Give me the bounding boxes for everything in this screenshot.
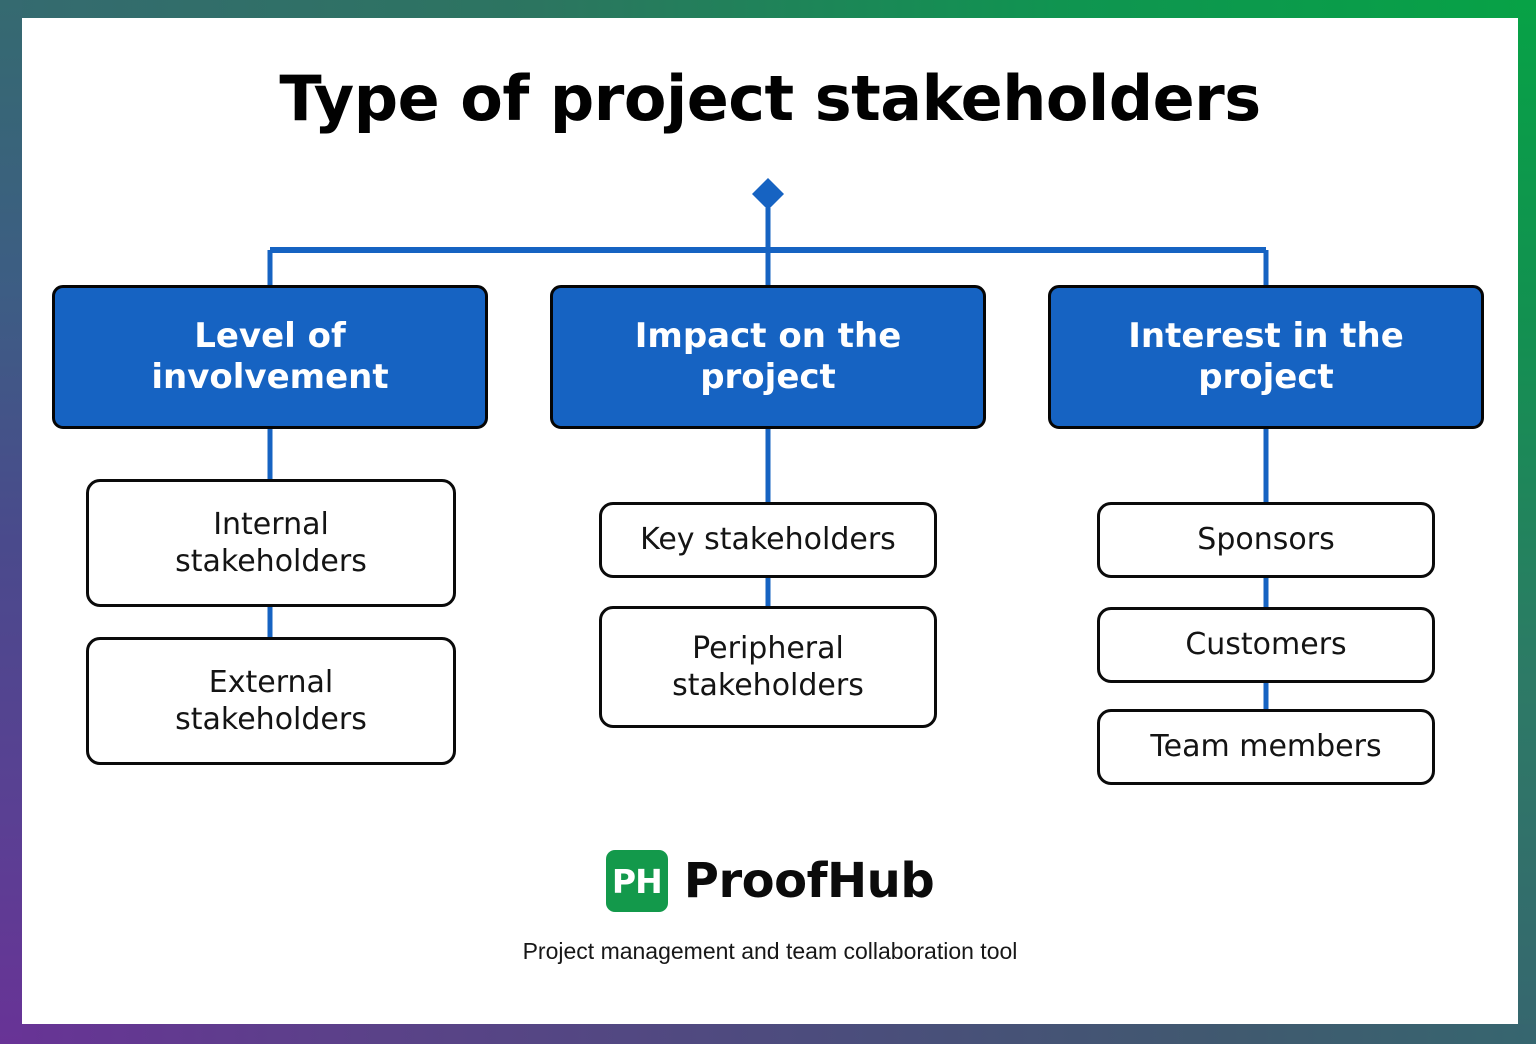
category-label: Interest in the project: [1128, 315, 1404, 397]
category-box-interest-in-the-project[interactable]: Interest in the project: [1048, 285, 1484, 429]
leaf-box-internal-stakeholders[interactable]: Internal stakeholders: [86, 479, 456, 607]
category-label: Level of involvement: [151, 315, 389, 397]
leaf-box-team-members[interactable]: Team members: [1097, 709, 1435, 785]
leaf-box-sponsors[interactable]: Sponsors: [1097, 502, 1435, 578]
leaf-label: Peripheral stakeholders: [672, 630, 864, 703]
frame-border-right: [1518, 0, 1536, 1044]
leaf-box-customers[interactable]: Customers: [1097, 607, 1435, 683]
category-label: Impact on the project: [634, 315, 902, 397]
root-diamond-icon: [752, 178, 784, 210]
category-box-impact-on-the-project[interactable]: Impact on the project: [550, 285, 986, 429]
leaf-label: Internal stakeholders: [175, 506, 367, 579]
leaf-box-key-stakeholders[interactable]: Key stakeholders: [599, 502, 937, 578]
brand-name: ProofHub: [683, 853, 935, 909]
leaf-box-peripheral-stakeholders[interactable]: Peripheral stakeholders: [599, 606, 937, 728]
connector-lines: [267, 178, 1269, 711]
leaf-label: Key stakeholders: [640, 522, 896, 558]
page-title: Type of project stakeholders: [279, 62, 1261, 135]
leaf-label: Sponsors: [1197, 522, 1335, 558]
leaf-label: Team members: [1150, 729, 1382, 765]
category-box-level-of-involvement[interactable]: Level of involvement: [52, 285, 488, 429]
frame-border-left: [0, 0, 22, 1044]
leaf-label: Customers: [1185, 627, 1347, 663]
brand-tagline: Project management and team collaboratio…: [522, 938, 1018, 964]
leaf-label: External stakeholders: [175, 664, 367, 737]
proofhub-logo: PH ProofHub: [22, 850, 1518, 912]
leaf-box-external-stakeholders[interactable]: External stakeholders: [86, 637, 456, 765]
diagram-canvas: Type of project stakeholders: [22, 18, 1518, 1024]
frame-border-top: [0, 0, 1536, 18]
proofhub-mark-icon: PH: [605, 850, 668, 912]
frame-border-bottom: [0, 1024, 1536, 1044]
